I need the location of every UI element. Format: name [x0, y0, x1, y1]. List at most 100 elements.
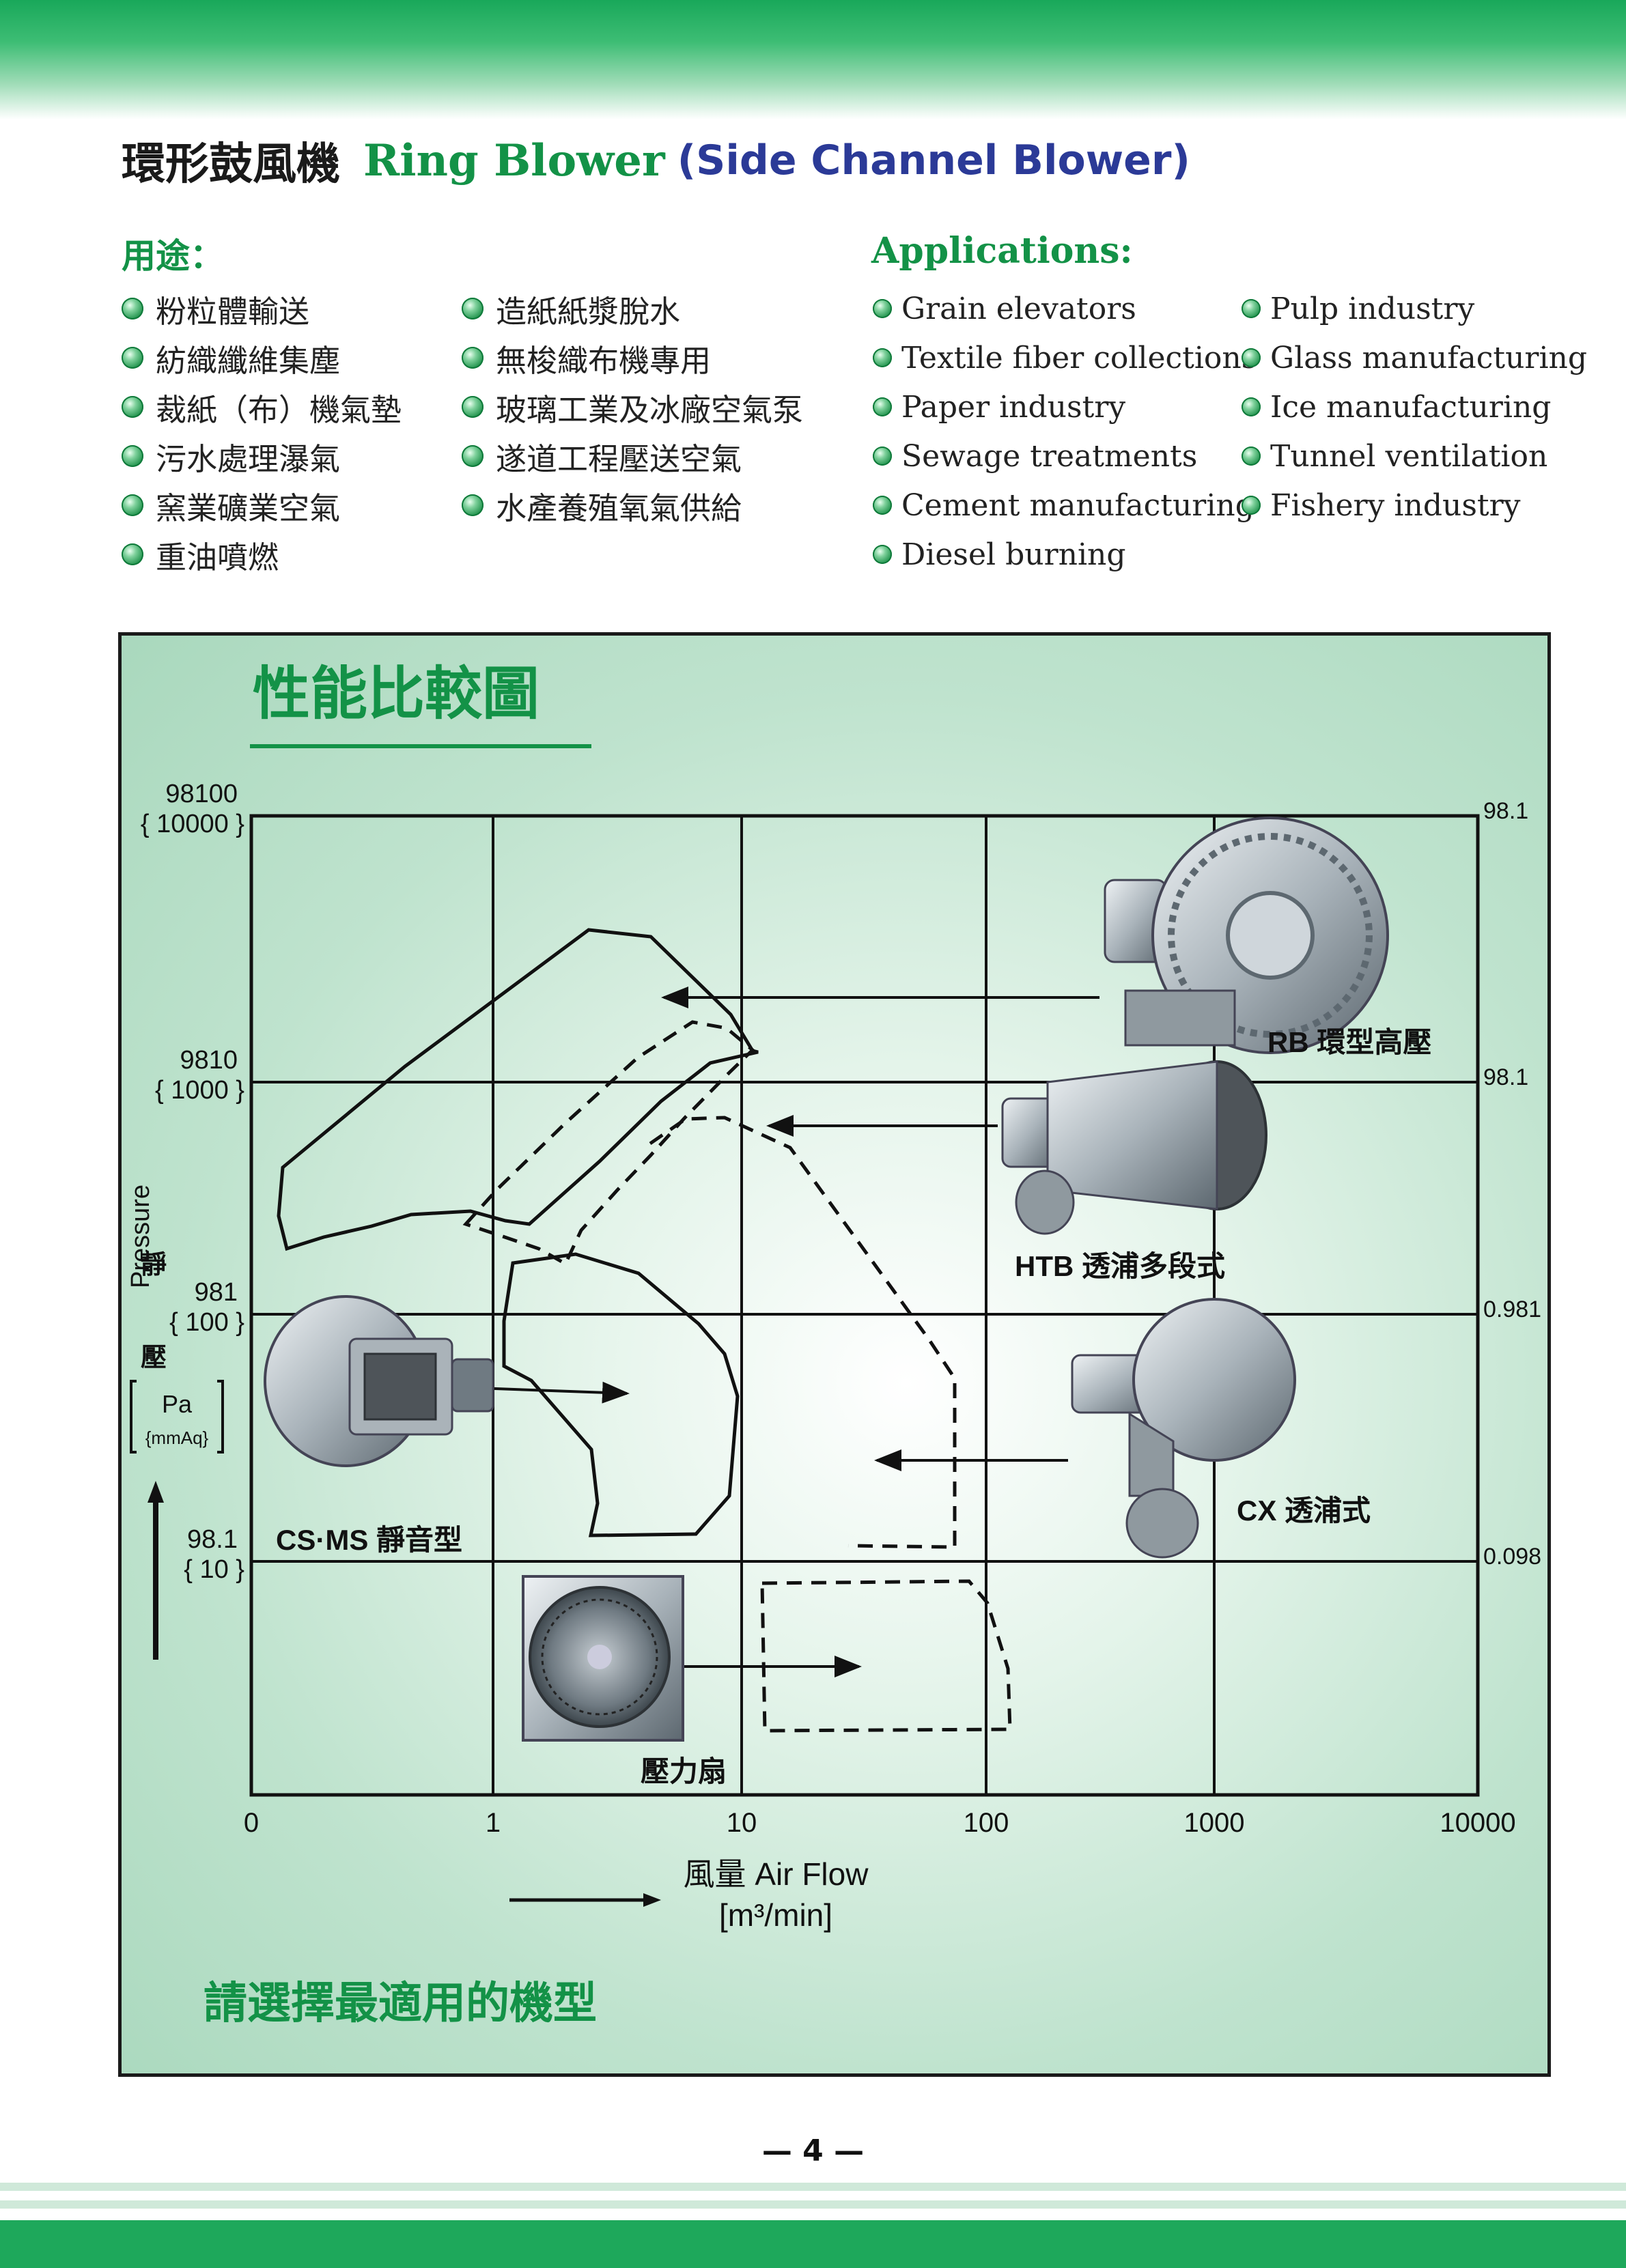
y-ticks-right: 98.198.10.9810.098	[1483, 798, 1541, 1570]
y-ticks-left: 98100{ 10000 } 9810{ 1000 } 981{ 100 } 98.1…	[141, 780, 244, 1584]
csms-blower-image	[264, 1295, 494, 1467]
title-zh: 環形鼓風機	[122, 139, 340, 190]
list-item: Fishery industry	[1242, 481, 1587, 530]
x-axis-arrow-head	[643, 1893, 661, 1907]
bullet-icon	[873, 348, 892, 367]
region-rb	[277, 928, 759, 1251]
y-unit-sub: {mmAq}	[145, 1428, 209, 1448]
bullet-icon	[122, 445, 143, 467]
y-tick-label-right: 98.1	[1483, 1064, 1528, 1090]
title-en-sub: (Side Channel Blower)	[677, 137, 1190, 184]
x-tick-label: 100	[964, 1808, 1009, 1838]
series-label-rb: RB 環型高壓	[1267, 1026, 1431, 1058]
bullet-icon	[122, 494, 143, 516]
bullet-icon	[873, 496, 892, 515]
bullet-icon	[1242, 496, 1261, 515]
arrow-csms	[476, 1381, 630, 1404]
list-item: Paper industry	[873, 382, 1257, 431]
performance-chart: 性能比較圖 98100{ 10000 }9810{ 1000 }981{ 100…	[126, 662, 1541, 2028]
bullet-icon	[462, 445, 483, 467]
y-tick-label: { 100 }	[169, 1308, 244, 1337]
region-cx	[649, 1116, 957, 1549]
bullet-icon	[122, 396, 143, 418]
list-item: 粉粒體輸送	[122, 284, 402, 333]
list-item: 無梭織布機專用	[462, 333, 803, 382]
bullet-icon	[873, 545, 892, 564]
list-item: Pulp industry	[1242, 284, 1587, 333]
list-item: 造紙紙漿脫水	[462, 284, 803, 333]
plot-frame	[249, 814, 1480, 1797]
bullet-icon	[122, 298, 143, 320]
y-tick-label: 98.1	[187, 1525, 238, 1554]
bullet-icon	[1242, 299, 1261, 318]
applications-en-col2: Pulp industry Glass manufacturing Ice ma…	[1242, 284, 1587, 530]
bullet-icon	[1242, 397, 1261, 416]
bullet-icon	[873, 446, 892, 466]
pressure-fan-image	[522, 1575, 684, 1742]
region-htb	[462, 1020, 755, 1266]
list-item: Cement manufacturing	[873, 481, 1257, 530]
bullet-icon	[1242, 348, 1261, 367]
list-item: Ice manufacturing	[1242, 382, 1587, 431]
y-tick-label: { 10 }	[184, 1555, 244, 1584]
applications-heading-en: Applications:	[871, 230, 1133, 272]
y-axis-label-zh-1: 靜	[141, 1251, 167, 1279]
x-tick-label: 10	[727, 1808, 757, 1838]
list-item: 污水處理瀑氣	[122, 431, 402, 481]
list-item: Textile fiber collections	[873, 333, 1257, 382]
footer-stripe-2	[0, 2200, 1626, 2209]
applications-zh-col1: 粉粒體輸送 紡織纖維集塵 裁紙（布）機氣墊 污水處理瀑氣 窯業礦業空氣 重油噴燃	[122, 284, 402, 579]
x-tick-label: 0	[244, 1808, 259, 1838]
list-item: Grain elevators	[873, 284, 1257, 333]
y-tick-label: { 10000 }	[141, 810, 244, 838]
list-item: 紡織纖維集塵	[122, 333, 402, 382]
bullet-icon	[873, 397, 892, 416]
list-item: Tunnel ventilation	[1242, 431, 1587, 481]
title-en: Ring Blower	[363, 134, 665, 186]
y-unit-bracket	[130, 1380, 224, 1454]
y-tick-label: { 1000 }	[155, 1076, 244, 1105]
y-axis-label-zh-2: 壓	[141, 1344, 167, 1372]
applications-heading-zh: 用途：	[122, 236, 224, 276]
series-label-csms: CS·MS 靜音型	[276, 1524, 462, 1556]
applications-zh-col2: 造紙紙漿脫水 無梭織布機專用 玻璃工業及冰廠空氣泵 遂道工程壓送空氣 水產養殖氧…	[462, 284, 803, 530]
y-axis-label-en: Pressure	[126, 1185, 155, 1288]
y-tick-label: 98100	[165, 780, 238, 808]
rb-blower-image	[1104, 817, 1389, 1054]
bullet-icon	[462, 494, 483, 516]
x-ticks: 0 1 10 100 1000 10000	[244, 1808, 1516, 1838]
footer-band	[0, 2220, 1626, 2268]
list-item: 水產養殖氧氣供給	[462, 481, 803, 530]
bullet-icon	[462, 298, 483, 320]
bullet-icon	[462, 396, 483, 418]
list-item: 遂道工程壓送空氣	[462, 431, 803, 481]
y-axis-arrow-head	[148, 1481, 164, 1503]
x-tick-label: 1	[486, 1808, 501, 1838]
chart-footer-slogan: 請選擇最適用的機型	[204, 1979, 597, 2028]
series-label-htb: HTB 透浦多段式	[1015, 1250, 1225, 1282]
x-tick-label: 10000	[1440, 1808, 1515, 1838]
htb-blower-image	[1001, 1060, 1267, 1235]
region-pressure-fan	[760, 1579, 1012, 1733]
page-number: — 4 —	[761, 2134, 865, 2168]
page-title: 環形鼓風機 Ring Blower (Side Channel Blower)	[122, 126, 1190, 195]
list-item: Glass manufacturing	[1242, 333, 1587, 382]
y-tick-label: 981	[195, 1278, 238, 1307]
list-item: 玻璃工業及冰廠空氣泵	[462, 382, 803, 431]
list-item: Sewage treatments	[873, 431, 1257, 481]
region-csms	[502, 1252, 740, 1537]
bullet-icon	[873, 299, 892, 318]
y-tick-label-right: 98.1	[1483, 798, 1528, 824]
bullet-icon	[122, 347, 143, 369]
x-tick-label: 1000	[1184, 1808, 1245, 1838]
list-item: Diesel burning	[873, 530, 1257, 579]
y-tick-label-right: 0.098	[1483, 1544, 1541, 1570]
y-unit-main: Pa	[162, 1390, 193, 1418]
bullet-icon	[122, 543, 143, 565]
y-tick-label: 9810	[180, 1046, 238, 1075]
series-label-cx: CX 透浦式	[1237, 1494, 1371, 1527]
list-item: 窯業礦業空氣	[122, 481, 402, 530]
bullet-icon	[462, 347, 483, 369]
series-label-pressure-fan: 壓力扇	[641, 1755, 727, 1787]
header-band	[0, 0, 1626, 119]
